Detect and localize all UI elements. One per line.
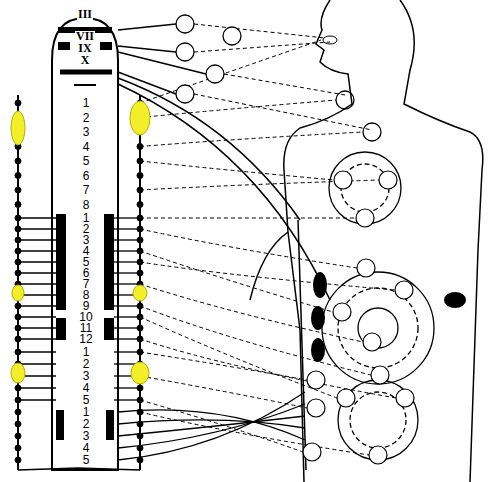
segment-number: 12 <box>78 333 93 345</box>
cranial-nerve-label: VII <box>75 31 95 42</box>
postganglionic-fibre <box>140 412 369 455</box>
ramus-line <box>114 305 140 306</box>
chain-ganglion <box>15 445 21 451</box>
segment-number: 3 <box>82 370 91 382</box>
postganglionic-fibre <box>140 352 307 380</box>
ramus-line <box>18 217 56 218</box>
ramus-line <box>114 250 140 251</box>
segment-number: 3 <box>82 126 91 138</box>
postganglionic-fibre <box>140 251 333 312</box>
postganglionic-fibre <box>140 376 307 408</box>
segment-number: 2 <box>82 358 91 370</box>
chain-ganglion <box>15 421 21 427</box>
ramus-line <box>18 239 56 240</box>
ramus-line <box>114 228 140 229</box>
segment-number: 1 <box>82 97 91 109</box>
cranial-nerve-label: IX <box>77 43 92 54</box>
ramus-line <box>114 272 140 273</box>
segment-number: 4 <box>82 141 91 153</box>
segment-number: 4 <box>82 442 91 454</box>
segment-number: 8 <box>82 199 91 211</box>
postganglionic-fibre <box>140 317 337 398</box>
chain-ganglion <box>15 100 21 106</box>
ramus-line <box>18 283 56 284</box>
chain-ganglion <box>15 158 21 164</box>
segment-number: 2 <box>82 418 91 430</box>
ramus-line <box>18 387 56 388</box>
segment-number: 1 <box>82 346 91 358</box>
ramus-line <box>18 272 56 273</box>
ramus-line <box>18 351 56 352</box>
segment-number: 1 <box>82 406 91 418</box>
segment-number: 3 <box>82 430 91 442</box>
ramus-line <box>114 327 140 328</box>
body-outline <box>250 0 483 482</box>
chain-ganglion <box>15 457 21 463</box>
chain-ganglion <box>15 409 21 415</box>
sacral-nerve <box>118 392 305 460</box>
postganglionic-fibre <box>140 339 396 398</box>
ramus-line <box>18 399 56 400</box>
ramus-line <box>114 351 140 352</box>
ramus-line <box>114 239 140 240</box>
postganglionic-fibre <box>140 132 363 147</box>
ramus-line <box>114 399 140 400</box>
sacral-nerve <box>118 404 305 448</box>
segment-number: 5 <box>82 454 91 466</box>
ramus-line <box>18 316 56 317</box>
segment-number: 2 <box>82 112 91 124</box>
postganglionic-fibre <box>140 229 357 268</box>
ramus-line <box>114 283 140 284</box>
ramus-line <box>18 261 56 262</box>
ramus-line <box>114 316 140 317</box>
ramus-line <box>114 387 140 388</box>
ramus-line <box>18 363 56 364</box>
segment-number: 5 <box>82 394 91 406</box>
cord-outline <box>52 18 118 470</box>
ramus-line <box>18 250 56 251</box>
ramus-line <box>114 261 140 262</box>
segment-number: 4 <box>82 382 91 394</box>
ramus-line <box>18 228 56 229</box>
chain-ganglion <box>15 173 21 179</box>
postganglionic-fibre <box>140 400 303 452</box>
chain-ganglion <box>137 173 143 179</box>
chain-ganglion <box>137 202 143 208</box>
ramus-line <box>114 338 140 339</box>
ramus-line <box>18 305 56 306</box>
segment-number: 6 <box>82 170 91 182</box>
chain-ganglion <box>15 202 21 208</box>
chain-ganglion <box>15 433 21 439</box>
cranial-nerve-label: III <box>77 9 93 20</box>
segment-number: 7 <box>82 184 91 196</box>
segment-number: 5 <box>82 155 91 167</box>
postganglionic-fibre <box>140 218 356 219</box>
chain-ganglion <box>15 187 21 193</box>
cranial-nerve-label: X <box>80 55 91 66</box>
ramus-line <box>18 338 56 339</box>
ramus-line <box>114 217 140 218</box>
ramus-line <box>18 327 56 328</box>
postganglionic-fibre <box>140 161 334 180</box>
